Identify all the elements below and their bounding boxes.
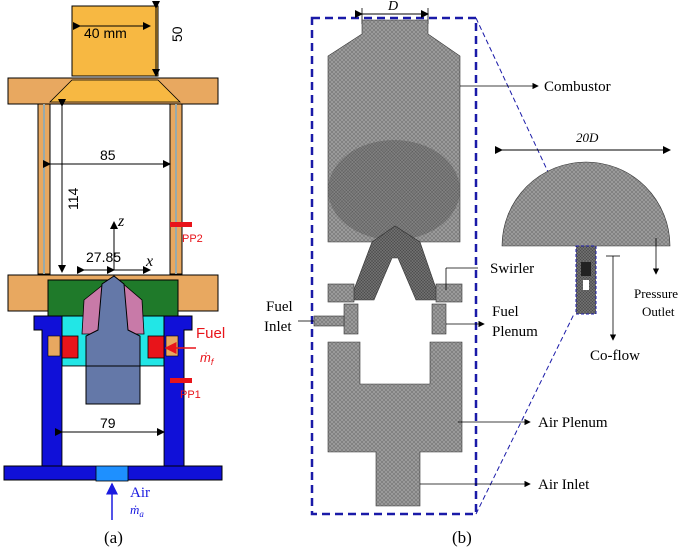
swirler-label: Swirler [490,261,534,277]
combustor-label: Combustor [544,79,611,95]
probe-pp2-marker [170,222,192,227]
plenum-width-label: 79 [100,415,116,431]
exit-nozzle [71,5,159,77]
pressure-outlet-label-1: Pressure [634,286,678,301]
bluff-width-label: 27.85 [86,249,121,265]
fuel-inlet-mesh [313,315,345,327]
pressure-outlet-label-2: Outlet [642,304,675,319]
air-label: Air [130,485,150,501]
detail-frame [310,16,478,516]
panel-a-caption: (a) [104,528,123,547]
far-field-mesh [501,161,671,247]
nozzle-width-label: 40 mm [84,25,127,41]
air-plenum-mesh [327,341,463,507]
co-flow-label: Co-flow [590,348,640,364]
air-symbol: ṁa [130,502,144,519]
swirler-mesh [349,225,441,301]
fuel-cavity-left [61,335,79,359]
air-inlet-label: Air Inlet [538,477,590,493]
x-axis-label: x [145,253,153,270]
air-plenum-label: Air Plenum [538,415,608,431]
chamber-height-label: 114 [65,187,81,210]
fuel-label: Fuel [196,325,225,342]
panel-b-caption: (b) [452,528,472,547]
fuel-plenum-label-1: Fuel [492,304,519,320]
nozzle-contraction [49,79,181,103]
nozzle-height-label: 50 [169,26,185,42]
probe-pp2-label: PP2 [182,233,203,245]
probe-pp1-label: PP1 [180,389,201,401]
diameter-label: D [387,0,398,14]
domain-width-label: 20D [576,130,599,145]
fuel-symbol: ṁf [200,350,215,367]
fuel-inlet-label-2: Inlet [264,319,292,335]
probe-pp1-marker [170,378,192,383]
z-axis-label: z [117,213,125,230]
panel-a: 40 mm 50 85 114 27.85 z x 79 PP2 PP1 Fue… [3,1,225,547]
panel-b: D 20D Combustor Swirler Fuel Inle [264,0,678,547]
chamber-width-label: 85 [100,147,116,163]
fuel-plenum-label-2: Plenum [492,324,538,340]
fuel-inlet-label-1: Fuel [266,299,293,315]
